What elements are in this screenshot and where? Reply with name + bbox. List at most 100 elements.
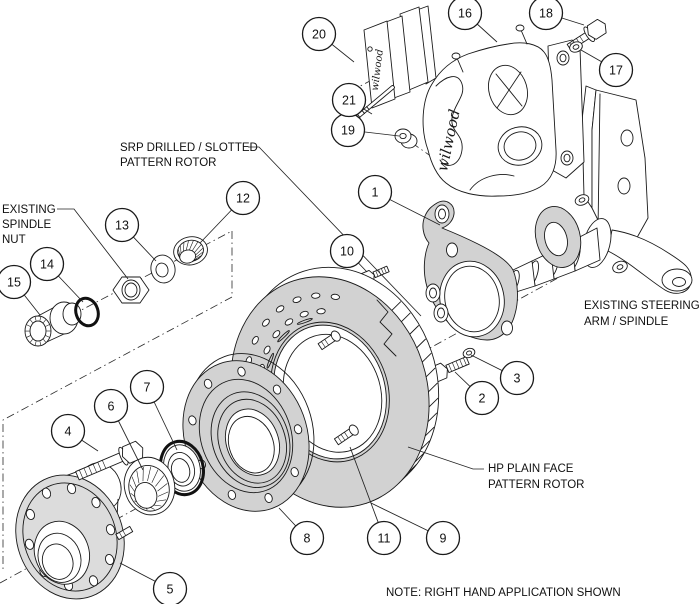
hat-center-bore [224, 408, 281, 476]
callout-1: 1 [357, 174, 441, 226]
caliper-mount-hole-inner [563, 153, 571, 163]
roller-rib [185, 240, 189, 250]
bleed-screw [451, 52, 464, 73]
callout-number: 5 [167, 583, 174, 597]
callout-number: 16 [458, 7, 472, 21]
knurl-tick [43, 319, 46, 323]
hub-hole [25, 508, 36, 520]
spindle-boss-washer [574, 194, 590, 206]
vane-tick [427, 412, 438, 423]
roller-rib [194, 244, 202, 253]
hat-step-ring [198, 378, 294, 494]
roller-rib [157, 491, 169, 497]
roller-rib [155, 475, 165, 487]
callout-circle [301, 16, 337, 52]
hat-bolt-holes [188, 366, 303, 503]
hub-hole [41, 487, 52, 499]
hat-hole [272, 384, 282, 395]
knurl-tick [26, 324, 31, 327]
vane-tick [409, 325, 419, 335]
bracket-boss-hole [437, 307, 445, 319]
callout-21: 21 [331, 82, 373, 118]
roller-rib [157, 483, 168, 492]
callout-11: 11 [349, 446, 402, 556]
vane-tick [416, 338, 426, 349]
bracket-ear-hole-inner [438, 208, 446, 220]
callout-9: 9 [370, 502, 461, 556]
knurl-tick [39, 341, 42, 346]
roller-rib [180, 245, 182, 254]
svg-text:HP PLAIN FACE: HP PLAIN FACE [488, 463, 574, 475]
hub-center-bore [33, 520, 90, 585]
pad-wilwood-logo: wilwood [370, 49, 386, 92]
callout-circle [104, 207, 140, 243]
knurl-tick [29, 319, 33, 323]
hub-hole [24, 538, 35, 550]
callout-circle [598, 52, 634, 88]
label-leader [407, 446, 484, 470]
spindle-hole [620, 129, 634, 147]
roller-rib [192, 241, 198, 251]
hub-flange-ring [22, 482, 118, 592]
bracket-boss [425, 283, 441, 303]
pad1-backing-plate [363, 20, 396, 109]
roller-rib [147, 466, 152, 482]
callout-2: 2 [454, 371, 500, 416]
drill-hole [251, 335, 259, 345]
spindle-shield-bore [544, 221, 568, 257]
callout-12: 12 [199, 180, 261, 244]
callout-number: 13 [115, 219, 129, 233]
caliper-mount-hole [556, 50, 570, 66]
callout-circle [93, 388, 129, 424]
callout-circle [528, 0, 564, 31]
callout-circle [225, 180, 261, 216]
roller-rib [178, 249, 181, 256]
bracket-boss-hole [429, 287, 437, 299]
brake-pads: wilwood [363, 5, 437, 109]
roller-rib [195, 248, 203, 256]
callout-4: 4 [50, 413, 99, 452]
dust-cap [24, 301, 82, 347]
hat-bore-inner [227, 415, 275, 474]
callout-18: 18 [528, 0, 585, 31]
pin-grommet [394, 128, 418, 149]
spindle-boss-hole [578, 197, 586, 203]
callout-circle [50, 413, 86, 449]
label-leader [57, 208, 129, 280]
caliper-bracket [422, 200, 518, 341]
hub-hole [104, 554, 115, 566]
drill-hole [299, 310, 309, 318]
callout-5: 5 [119, 562, 188, 604]
callout-number: 11 [378, 532, 391, 546]
spindle-hole [617, 177, 631, 195]
bracket-boss [433, 303, 449, 323]
knurl-tick [29, 339, 33, 343]
callout-number: 10 [340, 245, 354, 259]
svg-text:NUT: NUT [2, 234, 26, 246]
callout-number: 19 [341, 124, 355, 138]
label-steering-arm: EXISTING STEERING ARM / SPINDLE [584, 300, 700, 328]
callout-number: 18 [539, 7, 553, 21]
hub-hole [91, 497, 101, 509]
label-srp-rotor: SRP DRILLED / SLOTTED PATTERN ROTOR [120, 142, 422, 317]
roller-rib [183, 242, 185, 252]
callout-circle [289, 520, 325, 556]
label-hp-rotor: HP PLAIN FACE PATTERN ROTOR [407, 446, 584, 491]
hub-hole [88, 575, 99, 587]
bleed-screw [515, 24, 528, 45]
callout-number: 4 [65, 425, 72, 439]
callout-circle [331, 82, 367, 118]
callout-circle [152, 571, 188, 604]
hat-hole [237, 366, 246, 377]
callout-number: 20 [312, 28, 326, 42]
knurl-tick [39, 316, 42, 321]
brake-caliper: wilwood [422, 24, 585, 197]
vane-tick [391, 301, 402, 311]
label-leader [248, 146, 422, 317]
steering-spindle [508, 85, 693, 294]
spindle-boss-washer [612, 260, 628, 274]
wheel-hub [15, 462, 134, 600]
drill-hole [311, 292, 321, 299]
roller-rib [131, 476, 137, 488]
